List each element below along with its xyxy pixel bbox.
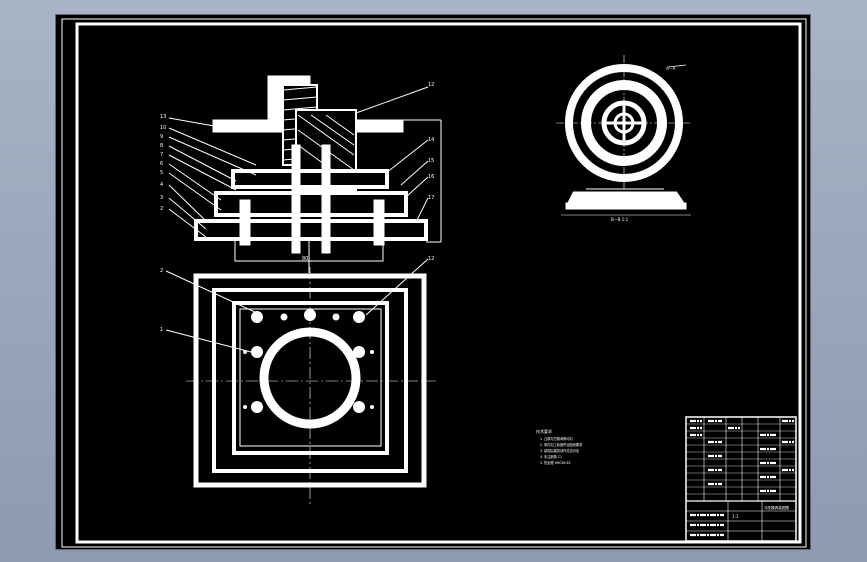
detail-top-note: A—A — [666, 66, 676, 71]
title-block-text: 冲压模具装配图 1:1 — [732, 505, 790, 519]
notes-line-3: 3. 装配后模具动作灵活可靠 — [540, 448, 580, 453]
callout-17: 17 — [428, 195, 434, 201]
drawing-viewport[interactable]: 12 13 10 9 8 7 6 5 4 3 2 14 15 16 17 80 — [55, 14, 811, 550]
callout-4: 4 — [160, 182, 163, 188]
notes-heading: 技术要求 — [536, 428, 552, 434]
detail-bottom-label: B—B 1:1 — [611, 217, 629, 222]
callout-12: 12 — [428, 82, 434, 88]
callout-16: 16 — [428, 174, 434, 180]
top-view-callouts: 2 1 12 — [160, 256, 434, 333]
sheet-inner-border — [75, 22, 802, 544]
detail-view-labels: A—A B—B 1:1 — [611, 66, 676, 222]
section-view — [194, 75, 442, 273]
callout-14: 14 — [428, 137, 434, 143]
callout-7: 7 — [160, 152, 163, 158]
callout-9: 9 — [160, 134, 163, 140]
title-block — [685, 416, 797, 542]
dimension-label: 80 — [302, 256, 308, 262]
callout-13: 13 — [160, 114, 166, 120]
top-callout-1: 1 — [160, 327, 163, 333]
drawing-title: 冲压模具装配图 — [764, 505, 790, 510]
callout-3: 3 — [160, 195, 163, 201]
notes-line-5: 5. 热处理 HRC58-62 — [540, 460, 571, 465]
top-callout-12: 12 — [428, 256, 434, 262]
callout-5: 5 — [160, 170, 163, 176]
notes-line-4: 4. 未注倒角 C1 — [540, 454, 562, 459]
callout-8: 8 — [160, 143, 163, 149]
sheet-outer-border — [61, 18, 807, 548]
drawing-scale: 1:1 — [732, 514, 739, 519]
section-view-leaders — [168, 86, 429, 238]
callout-6: 6 — [160, 161, 163, 167]
top-callout-2: 2 — [160, 268, 163, 274]
notes-line-2: 2. 零件加工精度符合图纸要求 — [540, 442, 583, 447]
cad-drawing: 12 13 10 9 8 7 6 5 4 3 2 14 15 16 17 80 — [61, 18, 807, 548]
callout-2: 2 — [160, 206, 163, 212]
detail-view — [556, 55, 692, 216]
section-view-callouts: 12 13 10 9 8 7 6 5 4 3 2 14 15 16 17 80 — [160, 82, 434, 262]
callout-10: 10 — [160, 125, 166, 131]
callout-15: 15 — [428, 158, 434, 164]
top-view — [165, 258, 436, 505]
technical-notes: 技术要求 1. 凸模与凹模间隙均匀 2. 零件加工精度符合图纸要求 3. 装配后… — [536, 428, 583, 465]
notes-line-1: 1. 凸模与凹模间隙均匀 — [540, 436, 573, 441]
